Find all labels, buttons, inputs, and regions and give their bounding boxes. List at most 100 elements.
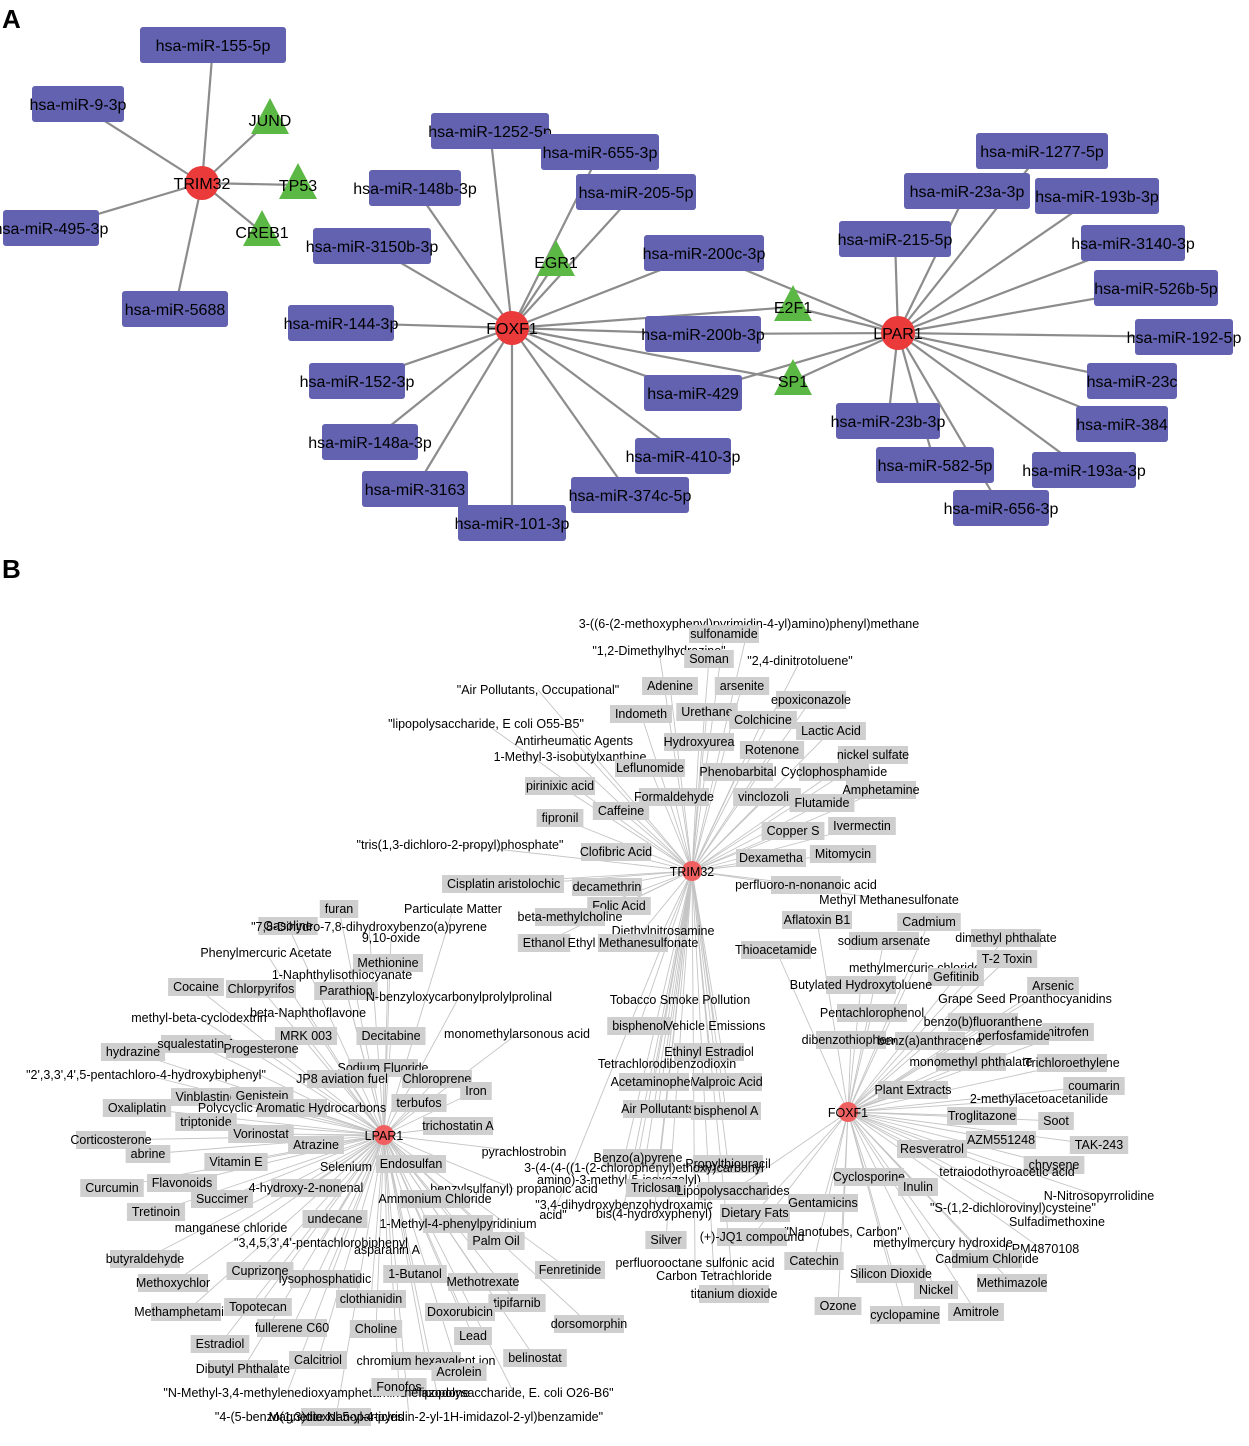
chemical-node-vinblastine: Vinblastine bbox=[171, 1088, 241, 1106]
chemical-node-arsenite: arsenite bbox=[714, 677, 770, 695]
hub-node-foxf1 bbox=[495, 311, 529, 345]
mirna-node-hsa-mir-5688 bbox=[122, 291, 228, 327]
chemical-node-dibenzothiophene: dibenzothiophene bbox=[802, 1031, 900, 1049]
chemical-node-vitamin-e: Vitamin E bbox=[204, 1153, 268, 1171]
chemical-label: monomethyl phthalate bbox=[910, 1055, 1033, 1069]
chemical-label: Triclosan bbox=[631, 1181, 681, 1195]
chemical-label: Formaldehyde bbox=[634, 790, 714, 804]
chemical-box bbox=[1027, 977, 1079, 995]
chemical-label: terbufos bbox=[396, 1096, 441, 1110]
chemical-node-vehicle-emissions: Vehicle Emissions bbox=[665, 1019, 766, 1033]
chemical-node-benzo-b-fluoranthene: benzo(b)fluoranthene bbox=[924, 1013, 1042, 1031]
chemical-label: Methionine bbox=[357, 956, 418, 970]
chemical-node-magnetite-nanoparticles: Magnetite Nanoparticles bbox=[269, 1408, 403, 1426]
mirna-node-hsa-mir-374c-5p bbox=[571, 477, 689, 513]
tf-label: SP1 bbox=[778, 374, 808, 391]
tf-label: CREB1 bbox=[235, 225, 288, 242]
chemical-label: Lipopolysaccharides bbox=[676, 1184, 789, 1198]
chemical-label: 9,10-oxide bbox=[362, 931, 420, 945]
edge-b-2-methylacetoacetanilide bbox=[847, 1098, 1040, 1113]
chemical-label: Gefitinib bbox=[933, 970, 979, 984]
chemical-label: Corticosterone bbox=[70, 1133, 151, 1147]
edge-b-cocaine bbox=[195, 986, 385, 1136]
chemical-label: Decitabine bbox=[361, 1029, 420, 1043]
chemical-label: fullerene C60 bbox=[255, 1321, 329, 1335]
mirna-node-hsa-mir-429 bbox=[644, 375, 742, 411]
chemical-box bbox=[356, 1027, 426, 1045]
chemical-box bbox=[826, 976, 896, 994]
chemical-label: Silicon Dioxide bbox=[850, 1267, 932, 1281]
chemical-box bbox=[699, 1285, 769, 1303]
chemical-label: Fonofos bbox=[376, 1380, 421, 1394]
panel-label-b: B bbox=[2, 554, 21, 584]
chemical-box bbox=[102, 1099, 172, 1117]
chemical-node-belinostat: belinostat bbox=[503, 1349, 567, 1367]
edge-a-hsa-mir-582-5p-lpar1 bbox=[896, 332, 937, 466]
edge-b-soman bbox=[691, 658, 710, 872]
chemical-node-calcitriol: Calcitriol bbox=[289, 1351, 347, 1369]
chemical-box bbox=[226, 1262, 294, 1280]
chemical-node-bisphenol: bisphenol bbox=[607, 1017, 671, 1035]
edge-b-methamphetamine bbox=[185, 1134, 385, 1313]
chemical-label: Tetrachlorodibenzodioxin bbox=[598, 1057, 736, 1071]
mirna-node-hsa-mir-9-3p bbox=[32, 86, 124, 122]
chemical-box bbox=[319, 900, 359, 918]
chemical-node-perfluorooctane-sulfonic-acid: perfluorooctane sulfonic acid bbox=[615, 1256, 774, 1270]
chemical-label: AZM551248 bbox=[967, 1133, 1035, 1147]
chemical-node-urethane: Urethane bbox=[676, 703, 738, 721]
chemical-label: 1-Naphthylisothiocyanate bbox=[272, 968, 412, 982]
mirna-label: hsa-miR-1252-5p bbox=[428, 124, 552, 141]
chemical-node-copper-s: Copper S bbox=[761, 822, 825, 840]
chemical-box bbox=[976, 950, 1038, 968]
chemical-node-endosulfan: Endosulfan bbox=[376, 1155, 446, 1173]
chemical-label: belinostat bbox=[508, 1351, 562, 1365]
chemical-label: Soot bbox=[1043, 1114, 1069, 1128]
hub-node-b-foxf1 bbox=[838, 1102, 858, 1122]
chemical-box bbox=[454, 1327, 492, 1345]
edge-b-chrysene bbox=[847, 1111, 1055, 1166]
chemical-label: Ivermectin bbox=[833, 819, 891, 833]
edge-b-perfosfamide bbox=[847, 1035, 1015, 1113]
chemical-node-formaldehyde: Formaldehyde bbox=[634, 788, 714, 806]
chemical-box bbox=[1038, 1112, 1074, 1130]
chemical-node-lipopolysaccharide-e-coli-o26-b6: "lipopolysaccharide, E. coli O26-B6" bbox=[414, 1386, 613, 1400]
chemical-box bbox=[761, 822, 825, 840]
mirna-node-hsa-mir-582-5p bbox=[876, 447, 994, 483]
mirna-node-hsa-mir-144-3p bbox=[288, 305, 394, 341]
chemical-node-oxaliplatin: Oxaliplatin bbox=[102, 1099, 172, 1117]
chemical-node-thioacetamide: Thioacetamide bbox=[735, 941, 817, 959]
edge-b-benz-a-anthracene bbox=[847, 1040, 931, 1113]
edge-b-nickel bbox=[847, 1111, 937, 1291]
chemical-node-lactic-acid: Lactic Acid bbox=[796, 722, 866, 740]
chemical-label: Troglitazone bbox=[948, 1109, 1016, 1123]
chemical-node-tris-1-3-dichloro-2-propyl-phosphate: "tris(1,3-dichloro-2-propyl)phosphate" bbox=[357, 838, 564, 852]
chemical-box bbox=[224, 1298, 292, 1316]
edge-b-pirinixic-acid bbox=[559, 785, 693, 872]
chemical-label: decamethrin bbox=[573, 880, 642, 894]
chemical-box bbox=[302, 1210, 368, 1228]
edge-b-gentamicins bbox=[822, 1111, 849, 1204]
chemical-box bbox=[639, 788, 709, 806]
chemical-node-cuprizone: Cuprizone bbox=[226, 1262, 294, 1280]
chemical-box bbox=[603, 1149, 673, 1167]
edge-b-nefazodone bbox=[383, 1134, 438, 1394]
chemical-label: "lipopolysaccharide, E coli O55-B5" bbox=[388, 717, 584, 731]
chemical-node-1-naphthylisothiocyanate: 1-Naphthylisothiocyanate bbox=[272, 968, 412, 982]
chemical-node-monomethylarsonous-acid: monomethylarsonous acid bbox=[444, 1027, 590, 1041]
chemical-label: coumarin bbox=[1068, 1079, 1119, 1093]
chemical-node-tipifarnib: tipifarnib bbox=[488, 1294, 546, 1312]
chemical-box bbox=[391, 1094, 447, 1112]
edge-a-hsa-mir-5688-trim32 bbox=[173, 182, 204, 310]
chemical-label: Methimazole bbox=[977, 1276, 1048, 1290]
chemical-box bbox=[307, 1070, 377, 1088]
chemical-box bbox=[423, 1117, 493, 1135]
chemical-box bbox=[948, 1013, 1018, 1031]
edge-b-1-methyl-4-phenylpyridinium bbox=[383, 1134, 459, 1225]
chemical-node-1-methyl-4-phenylpyridinium: 1-Methyl-4-phenylpyridinium bbox=[379, 1215, 537, 1233]
chemical-node-t-2-toxin: T-2 Toxin bbox=[976, 950, 1038, 968]
chemical-box bbox=[789, 794, 855, 812]
chemical-node-chrysene: chrysene bbox=[1023, 1156, 1085, 1174]
chemical-box bbox=[190, 1190, 254, 1208]
chemical-box bbox=[442, 875, 500, 893]
chemical-label: Cuprizone bbox=[232, 1264, 289, 1278]
